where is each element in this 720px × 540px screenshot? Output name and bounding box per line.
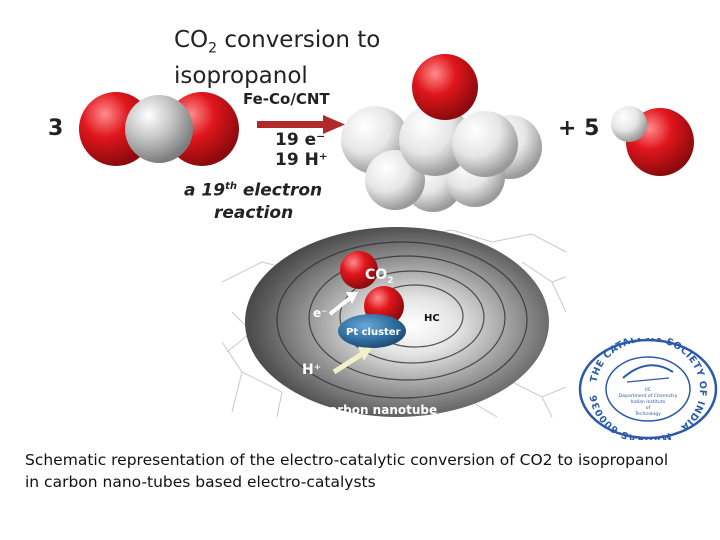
svg-text:IIC: IIC	[645, 387, 651, 393]
svg-text:of: of	[646, 405, 651, 411]
electron-label: e⁻	[313, 306, 327, 320]
reaction-note-line-1: a 19th electron	[184, 176, 322, 202]
product-coefficient: + 5	[558, 116, 599, 141]
carbon-nanotube-illustration: CO2 e⁻ Pt cluster HC H⁺ carbon nanotube	[222, 222, 566, 417]
svg-text:Indian Institute: Indian Institute	[631, 399, 666, 405]
reaction-note-line-2: reaction	[184, 202, 322, 224]
pt-cluster-label: Pt cluster	[346, 327, 401, 338]
reactant-coefficient: 3	[48, 116, 63, 141]
catalysis-society-seal: THE CATALYSIS SOCIETY OF INDIA · MADRAS …	[575, 338, 720, 440]
water-hydrogen-atom	[611, 106, 647, 142]
proton-label: H⁺	[302, 362, 321, 378]
water-molecule	[605, 100, 700, 180]
isopropanol-molecule	[335, 52, 555, 212]
figure-caption: Schematic representation of the electro-…	[25, 449, 675, 493]
electron-count: 19 e⁻	[275, 130, 328, 150]
carbon-nanotube-label: carbon nanotube	[322, 403, 437, 417]
hc-label: HC	[424, 313, 440, 324]
svg-text:Technology: Technology	[634, 411, 661, 417]
isopropanol-oxygen-atom	[412, 54, 478, 120]
co2-molecule	[70, 85, 250, 175]
reaction-conditions: 19 e⁻ 19 H⁺	[275, 130, 328, 170]
svg-text:Department of Chemistry: Department of Chemistry	[619, 393, 678, 399]
reaction-note: a 19th electron reaction	[184, 176, 322, 224]
proton-count: 19 H⁺	[275, 150, 328, 170]
catalyst-label: Fe-Co/CNT	[243, 90, 330, 108]
co2-carbon-atom	[125, 95, 193, 163]
